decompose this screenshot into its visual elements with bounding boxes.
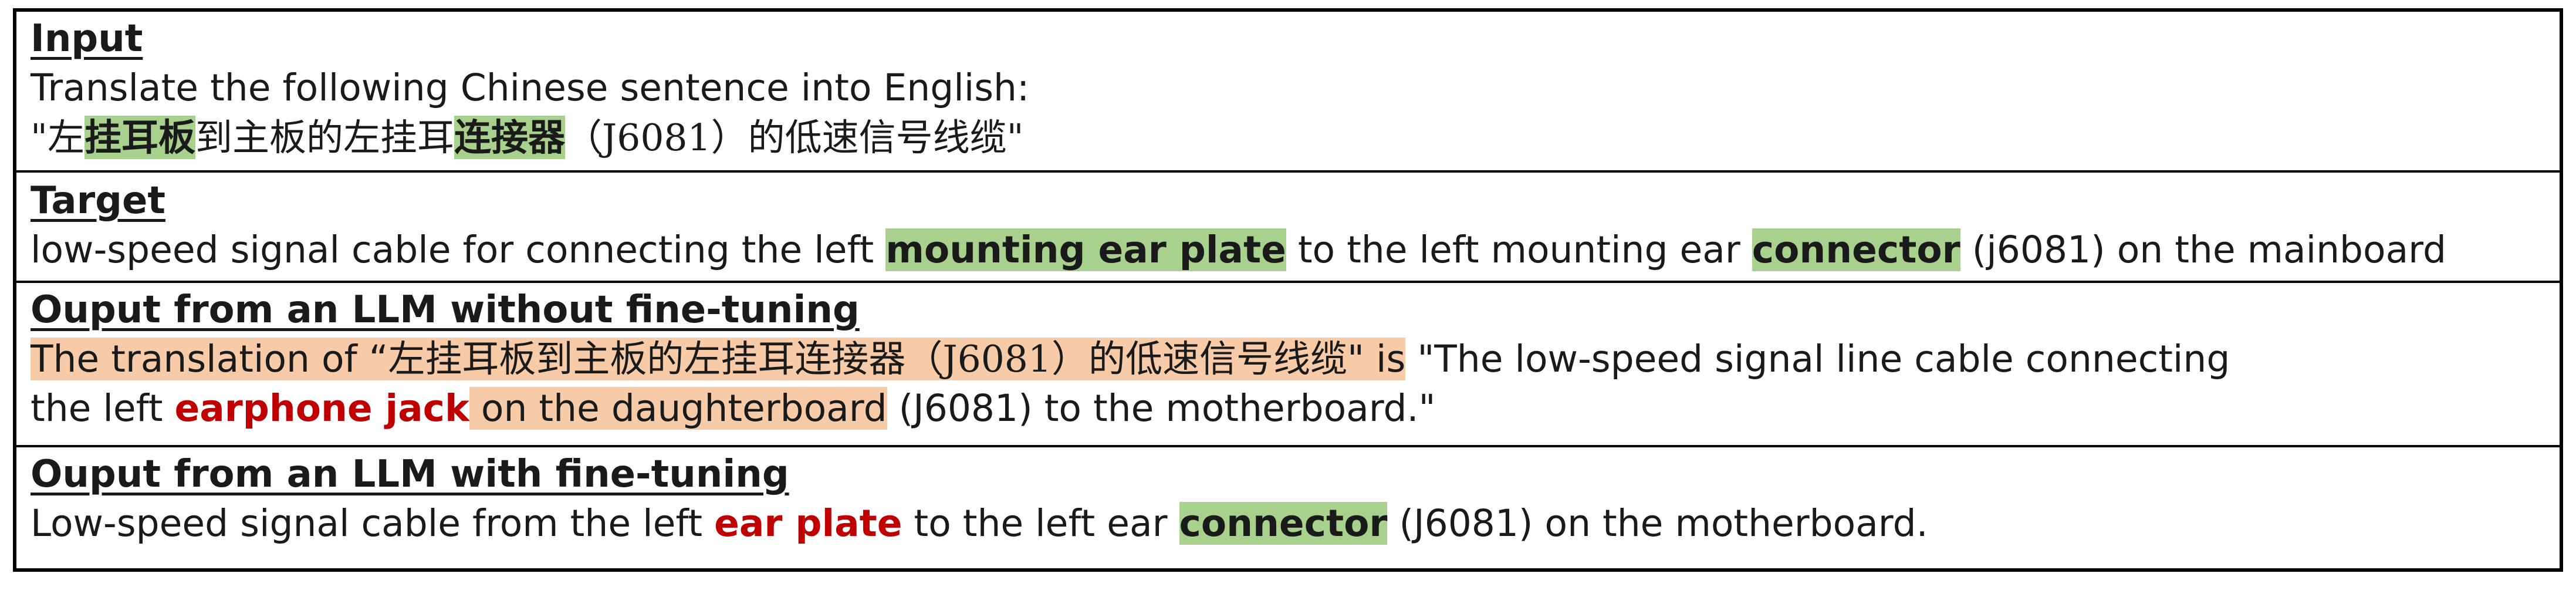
text-part: low-speed signal cable for connecting th… [31, 228, 886, 271]
divider [16, 170, 2560, 173]
text-part: the left [31, 387, 175, 430]
finetune-sentence: Low-speed signal cable from the left ear… [31, 499, 2560, 548]
no-finetune-line-2: the left earphone jack on the daughterbo… [31, 384, 2560, 433]
input-section: Input Translate the following Chinese se… [16, 14, 2560, 163]
copied-source-text: 左挂耳板到主板的左挂耳连接器（J6081）的低速信号线缆 [388, 338, 1347, 380]
error-term-ear-plate: ear plate [714, 502, 902, 545]
text-part: (j6081) on the mainboard [1960, 228, 2446, 271]
no-finetune-title: Ouput from an LLM without fine-tuning [31, 288, 860, 332]
text-part: (J6081) to the motherboard." [887, 387, 1436, 430]
src-part: "左 [31, 116, 84, 159]
text-part: " is [1347, 338, 1406, 380]
no-finetune-section: Ouput from an LLM without fine-tuning Th… [16, 285, 2560, 433]
target-section: Target low-speed signal cable for connec… [16, 176, 2560, 275]
text-part: "The low-speed signal line cable connect… [1405, 338, 2230, 380]
no-finetune-line-1: The translation of “左挂耳板到主板的左挂耳连接器（J6081… [31, 335, 2560, 384]
src-part: 到主板的左挂耳 [195, 116, 454, 159]
divider [16, 445, 2560, 447]
input-instruction: Translate the following Chinese sentence… [31, 66, 1030, 109]
target-title: Target [31, 179, 165, 222]
target-term-connector: connector [1752, 228, 1960, 271]
text-part: to the left mounting ear [1286, 228, 1752, 271]
target-term-ear-plate: mounting ear plate [885, 228, 1286, 271]
error-phrase-daughterboard: on the daughterboard [469, 387, 887, 430]
text-part: to the left ear [902, 502, 1179, 545]
error-term-earphone-jack: earphone jack [174, 387, 469, 430]
src-part: （J6081）的低速信号线缆" [564, 116, 1024, 159]
divider [16, 281, 2560, 283]
example-figure: Input Translate the following Chinese se… [13, 8, 2563, 572]
input-title: Input [31, 17, 143, 60]
text-part: Low-speed signal cable from the left [31, 502, 715, 545]
text-part: (J6081) on the motherboard. [1387, 502, 1928, 545]
target-sentence: low-speed signal cable for connecting th… [31, 225, 2560, 275]
text-part: The translation of “ [31, 338, 388, 380]
input-source-sentence: "左挂耳板到主板的左挂耳连接器（J6081）的低速信号线缆" [31, 113, 2560, 163]
copied-prompt-highlight: The translation of “左挂耳板到主板的左挂耳连接器（J6081… [31, 338, 1406, 380]
finetune-title: Ouput from an LLM with fine-tuning [31, 453, 789, 496]
finetune-section: Ouput from an LLM with fine-tuning Low-s… [16, 450, 2560, 548]
src-term-ear-plate: 挂耳板 [84, 116, 195, 159]
ft-term-connector: connector [1179, 502, 1388, 545]
src-term-connector: 连接器 [454, 116, 565, 159]
